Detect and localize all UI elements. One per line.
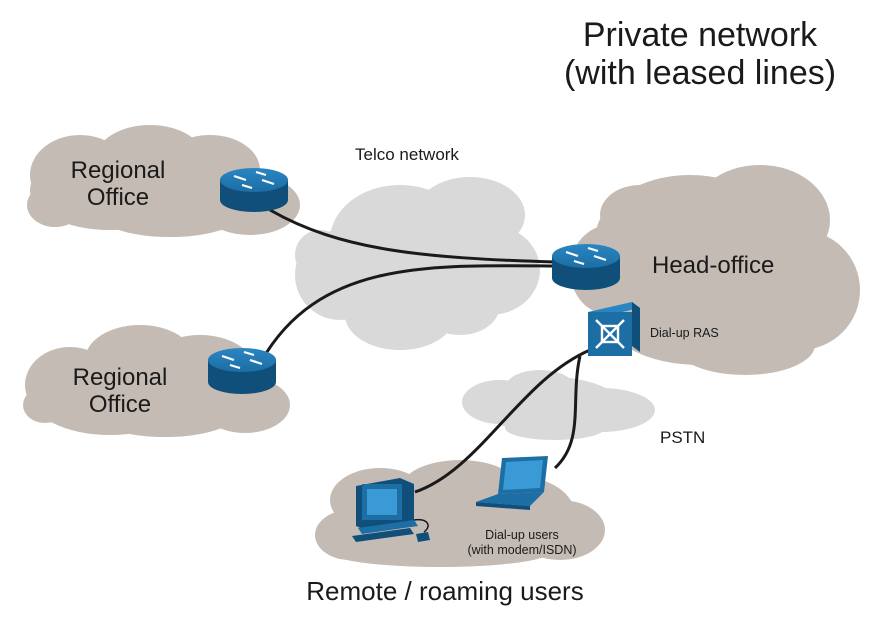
- regional-office-bottom-line-2: Office: [88, 391, 152, 418]
- cables: [260, 208, 591, 494]
- regional-office-bottom-line-1: Regional: [72, 364, 168, 391]
- pstn-label: PSTN: [660, 428, 706, 447]
- title-line-2: (with leased lines): [563, 54, 837, 92]
- cable-ras-to-laptop: [553, 355, 582, 470]
- dial-up-ras-label: Dial-up RAS: [650, 326, 719, 340]
- router-regional-bottom-icon: [208, 348, 276, 394]
- dial-up-ras-icon: [588, 302, 640, 356]
- workstation-icon: [352, 478, 430, 542]
- telco-network-label: Telco network: [355, 145, 459, 164]
- telco-network-cloud: [295, 177, 540, 350]
- cable-regional-bottom-to-head: [260, 264, 556, 361]
- diagram-title: Private network (with leased lines): [520, 16, 880, 92]
- laptop-icon: [476, 456, 548, 510]
- dial-up-users-label: Dial-up users (with modem/ISDN): [462, 528, 582, 558]
- router-head-office-icon: [552, 244, 620, 290]
- dial-up-users-line-1: Dial-up users: [485, 528, 559, 542]
- cable-regional-top-to-head: [269, 208, 556, 264]
- cable-ras-to-workstation: [414, 348, 591, 494]
- title-line-1: Private network: [582, 16, 818, 54]
- regional-office-bottom-label: Regional Office: [60, 364, 180, 418]
- pstn-cloud: [462, 370, 655, 440]
- regional-office-top-line-1: Regional: [70, 157, 166, 184]
- regional-office-top-label: Regional Office: [58, 157, 178, 211]
- head-office-label: Head-office: [652, 252, 775, 279]
- remote-users-label: Remote / roaming users: [306, 576, 584, 606]
- regional-office-top-line-2: Office: [86, 184, 150, 211]
- dial-up-users-line-2: (with modem/ISDN): [467, 543, 577, 557]
- head-office-cloud: [570, 165, 860, 375]
- regional-office-top-cloud: [27, 125, 300, 237]
- router-regional-top-icon: [220, 168, 288, 212]
